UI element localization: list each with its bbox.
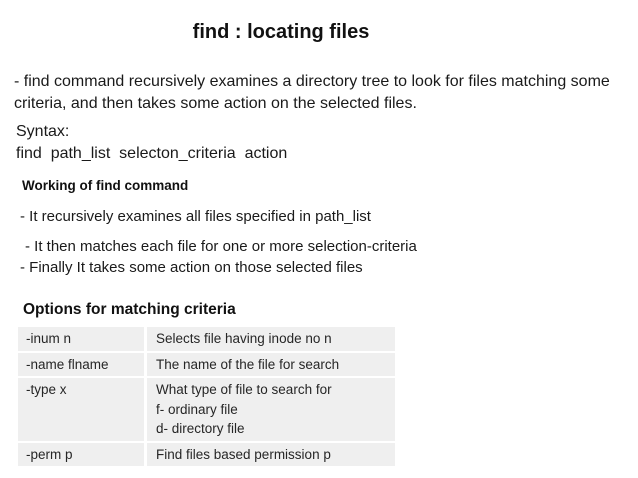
- working-point-3: - Finally It takes some action on those …: [20, 259, 363, 276]
- table-row: -perm p Find files based permission p: [18, 442, 395, 466]
- description-cell: Selects file having inode no n: [147, 327, 395, 351]
- option-cell: -perm p: [18, 442, 144, 466]
- table-row: -inum n Selects file having inode no n: [18, 327, 395, 351]
- intro-text: - find command recursively examines a di…: [14, 73, 610, 112]
- option-cell: -name flname: [18, 352, 144, 376]
- working-point-2: - It then matches each file for one or m…: [25, 238, 417, 255]
- syntax-line: find path_list selecton_criteria action: [16, 145, 288, 162]
- syntax-label: Syntax:: [16, 123, 70, 140]
- page-title: find : locating files: [192, 21, 370, 43]
- description-cell: The name of the file for search: [147, 352, 395, 376]
- options-heading: Options for matching criteria: [23, 301, 236, 318]
- syntax-block: Syntax: find path_list selecton_criteria…: [16, 121, 287, 165]
- description-cell: What type of file to search for f- ordin…: [147, 378, 395, 441]
- working-point-1: - It recursively examines all files spec…: [20, 208, 371, 225]
- working-heading: Working of find command: [22, 178, 189, 193]
- option-cell: -inum n: [18, 327, 144, 351]
- options-table: -inum n Selects file having inode no n -…: [18, 327, 395, 466]
- table-row: -type x What type of file to search for …: [18, 378, 395, 441]
- description-cell: Find files based permission p: [147, 442, 395, 466]
- table-row: -name flname The name of the file for se…: [18, 352, 395, 376]
- option-cell: -type x: [18, 378, 144, 441]
